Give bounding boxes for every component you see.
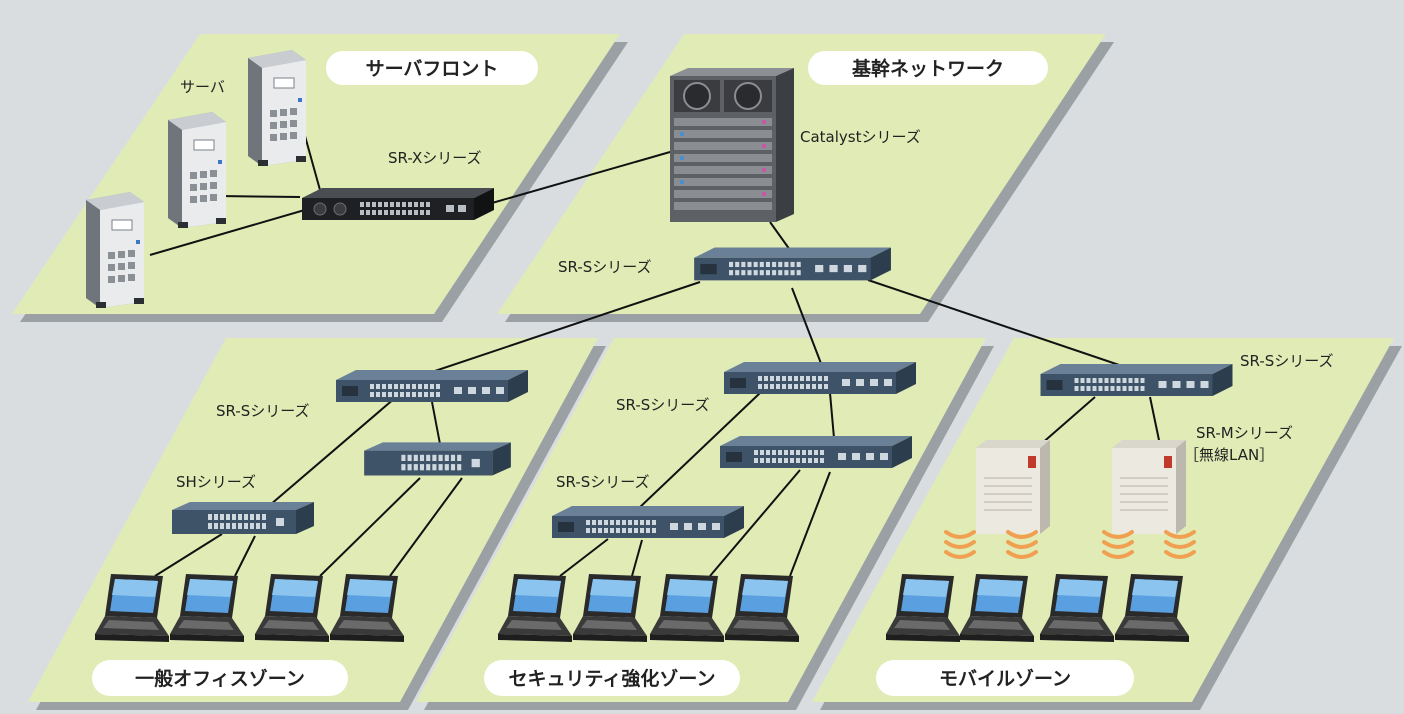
sr-x-series-label: SR-Xシリーズ	[388, 149, 482, 167]
sr-s-series-label: SR-Sシリーズ	[616, 396, 710, 414]
network-switch-icon	[172, 502, 314, 534]
server-tower-icon	[85, 191, 145, 309]
sr-s-series-label: SR-Sシリーズ	[1240, 352, 1334, 370]
sr-s-series-label: SR-Sシリーズ	[558, 258, 652, 276]
zone-title-text: 一般オフィスゾーン	[135, 667, 305, 690]
zone-title-office: 一般オフィスゾーン	[92, 660, 348, 696]
sr-m-series-label: SR-Mシリーズ	[1196, 424, 1293, 442]
chassis-switch-icon	[669, 67, 795, 223]
zone-title-mobile: モバイルゾーン	[876, 660, 1134, 696]
sr-s-series-label: SR-Sシリーズ	[216, 402, 310, 420]
network-switch-icon	[364, 442, 511, 476]
sr-s-series-label: SR-Sシリーズ	[556, 473, 650, 491]
zone-title-server-front: サーバフロント	[326, 51, 538, 85]
catalyst-series-label: Catalystシリーズ	[800, 128, 921, 146]
network-switch-icon	[301, 187, 495, 221]
network-switch-icon	[336, 370, 528, 402]
zone-backbone	[497, 34, 1114, 322]
server-tower-icon	[167, 111, 227, 229]
zone-title-text: 基幹ネットワーク	[851, 57, 1004, 80]
server-tower-icon	[247, 49, 307, 167]
network-switch-icon	[552, 506, 744, 538]
zone-title-text: サーバフロント	[366, 58, 499, 80]
server-label: サーバ	[180, 78, 225, 96]
zone-title-backbone: 基幹ネットワーク	[808, 51, 1048, 85]
network-switch-icon	[694, 247, 891, 281]
zone-title-security: セキュリティ強化ゾーン	[484, 660, 740, 696]
connection-lines	[149, 81, 1161, 577]
zone-title-text: モバイルゾーン	[939, 668, 1071, 690]
sh-series-label: SHシリーズ	[176, 473, 256, 491]
wireless-access-point-icon	[1111, 439, 1187, 535]
network-switch-icon	[1040, 364, 1233, 396]
network-switch-icon	[720, 436, 912, 468]
wireless-access-point-icon	[975, 439, 1051, 535]
zone-mobile	[812, 338, 1402, 710]
network-switch-icon	[724, 362, 916, 394]
zone-title-text: セキュリティ強化ゾーン	[509, 667, 716, 690]
wireless-lan-label: ［無線LAN］	[1184, 446, 1274, 464]
